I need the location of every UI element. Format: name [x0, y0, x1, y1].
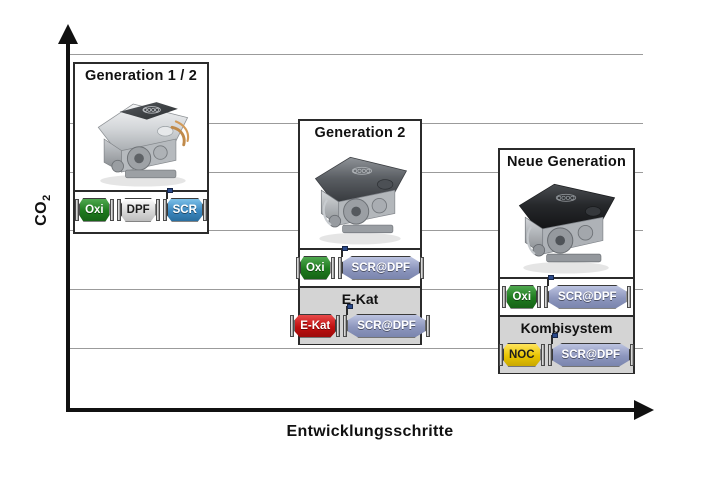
panel-2-title: Generation 2	[314, 125, 406, 141]
catalyst-dpf[interactable]: DPF	[116, 197, 160, 223]
panel-2-ekat-title: E-Kat	[341, 290, 379, 307]
catalyst-oxi[interactable]: Oxi	[295, 255, 335, 281]
flange-right-icon	[202, 198, 207, 221]
catalyst-oxi[interactable]: Oxi	[502, 284, 542, 310]
flange-left-icon	[162, 198, 167, 221]
flange-right-icon	[540, 343, 545, 366]
catalyst-label: SCR@DPF	[551, 342, 631, 367]
flange-right-icon	[155, 198, 160, 221]
y-axis-label-sub: 2	[41, 194, 54, 201]
catalyst-scr-dpf[interactable]: SCR@DPF	[544, 274, 631, 310]
catalyst-scr-dpf[interactable]: SCR@DPF	[343, 303, 430, 339]
catalyst-scr[interactable]: SCR	[162, 187, 207, 223]
panel-3-divider	[500, 276, 633, 279]
catalyst-ekat[interactable]: E-Kat	[290, 313, 341, 339]
y-axis-line	[66, 38, 70, 412]
flange-right-icon	[626, 285, 631, 308]
flange-right-icon	[336, 314, 341, 337]
y-axis-label: CO2	[33, 180, 53, 240]
flange-left-icon	[337, 256, 342, 279]
flange-right-icon	[425, 314, 430, 337]
catalyst-label: Oxi	[299, 255, 331, 280]
catalyst-scr-dpf[interactable]: SCR@DPF	[547, 332, 635, 368]
panel-2-ekat-block[interactable]: E-Kat E-Kat SCR@DPF	[290, 285, 430, 344]
panel-3-catalyst-row-2: NOC SCR@DPF	[498, 332, 635, 373]
x-axis-arrow-icon	[634, 400, 654, 420]
flange-left-icon	[75, 198, 80, 221]
x-axis-line	[66, 408, 638, 412]
catalyst-label: SCR@DPF	[347, 313, 426, 338]
catalyst-label: DPF	[120, 197, 156, 222]
flange-right-icon	[630, 343, 635, 366]
panel-1-catalyst-row: Oxi DPF SCR	[75, 187, 207, 228]
panel-1-engine-image	[75, 87, 207, 190]
flange-right-icon	[420, 256, 425, 279]
catalyst-label: Oxi	[79, 197, 110, 222]
catalyst-label: NOC	[502, 342, 541, 367]
panel-1-divider	[75, 189, 207, 192]
flange-right-icon	[330, 256, 335, 279]
panel-3-kombisystem-title: Kombisystem	[520, 319, 613, 336]
y-axis-arrow-icon	[58, 24, 78, 44]
flange-left-icon	[295, 256, 300, 279]
gridline-6	[70, 348, 643, 349]
flange-left-icon	[116, 198, 121, 221]
flange-left-icon	[544, 285, 549, 308]
catalyst-label: SCR@DPF	[548, 284, 627, 309]
flange-left-icon	[290, 314, 295, 337]
catalyst-label: Oxi	[506, 284, 538, 309]
panel-3-title: Neue Generation	[506, 154, 627, 170]
panel-3-kombisystem-block[interactable]: Kombisystem NOC SCR@DPF	[498, 314, 635, 373]
catalyst-label: SCR	[166, 197, 203, 222]
generation-panel-2[interactable]: Generation 2	[290, 119, 430, 345]
catalyst-noc[interactable]: NOC	[498, 342, 545, 368]
flange-left-icon	[498, 343, 503, 366]
catalyst-label: SCR@DPF	[341, 255, 421, 280]
panel-3-engine-image	[500, 173, 633, 277]
panel-3-catalyst-row-1: Oxi SCR@DPF	[500, 274, 633, 315]
flange-right-icon	[537, 285, 542, 308]
panel-2-catalyst-row-2: E-Kat SCR@DPF	[290, 303, 430, 344]
flange-left-icon	[502, 285, 507, 308]
panel-2-divider	[300, 247, 420, 250]
panel-1-title: Generation 1 / 2	[85, 68, 197, 84]
flange-left-icon	[343, 314, 348, 337]
y-axis-label-main: CO	[32, 200, 50, 226]
generation-panel-1[interactable]: Generation 1 / 2	[73, 62, 209, 234]
catalyst-label: E-Kat	[294, 313, 337, 338]
catalyst-oxi[interactable]: Oxi	[75, 197, 114, 223]
flange-right-icon	[109, 198, 114, 221]
panel-2-engine-image	[300, 144, 420, 248]
flange-left-icon	[547, 343, 552, 366]
catalyst-scr-dpf[interactable]: SCR@DPF	[337, 245, 425, 281]
x-axis-label: Entwicklungsschritte	[286, 423, 454, 440]
generation-panel-3[interactable]: Neue Generation	[498, 148, 635, 374]
gridline-1	[70, 54, 643, 55]
panel-2-catalyst-row-1: Oxi SCR@DPF	[295, 245, 425, 286]
